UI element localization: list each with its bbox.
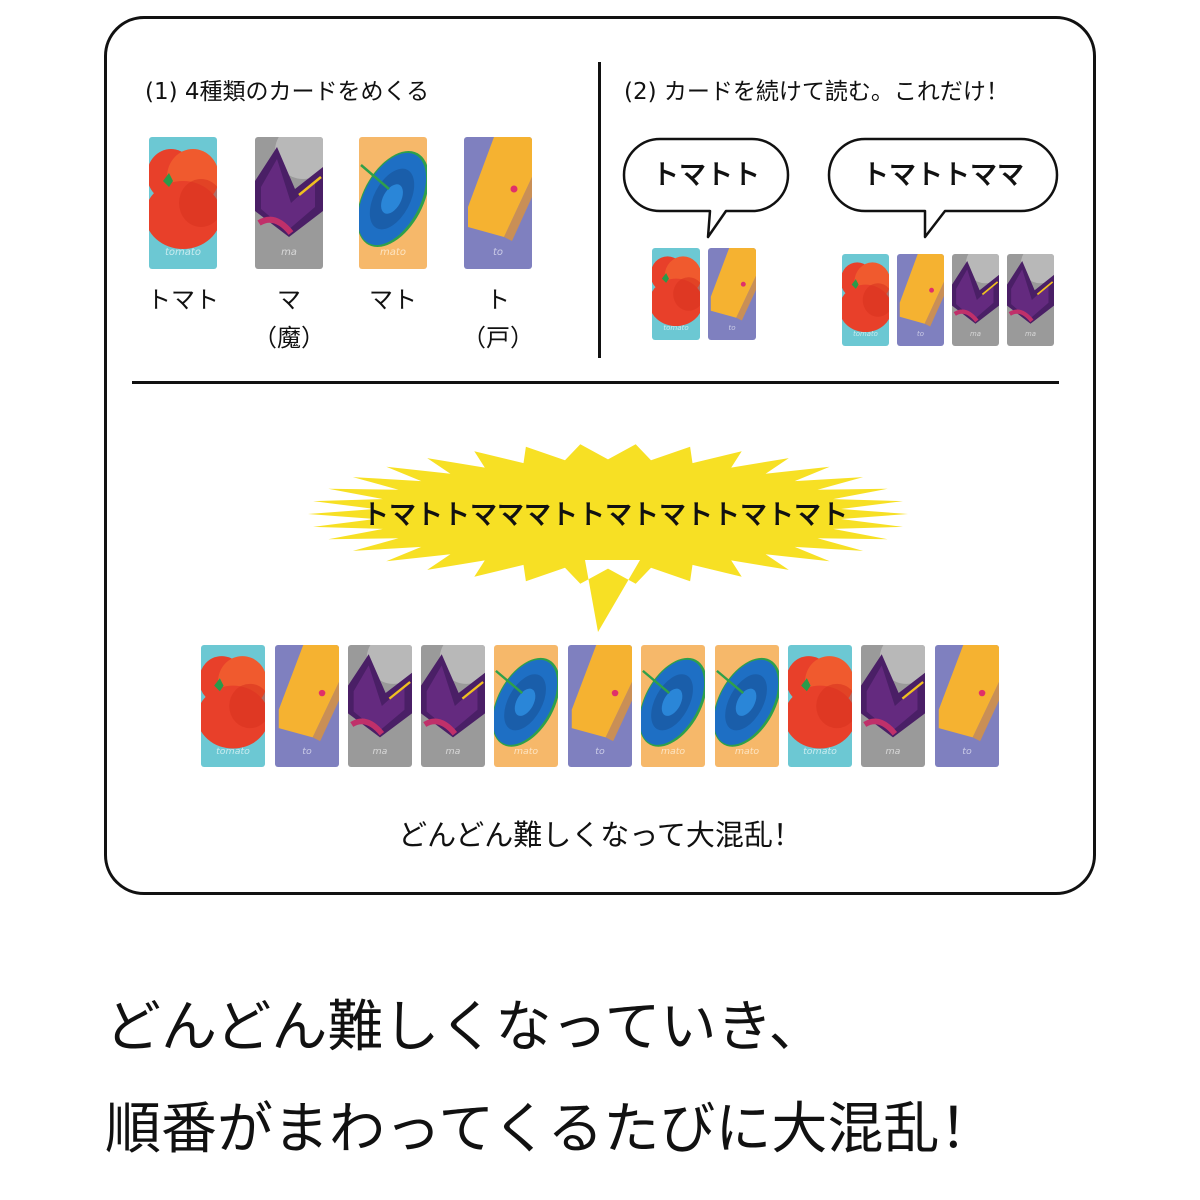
card-tomato: tomato (149, 137, 217, 269)
card-label-tomato: トマト (147, 286, 219, 314)
svg-text:mato: mato (661, 746, 686, 757)
example1-card-tomato: tomato (652, 248, 700, 340)
rules-panel (104, 16, 1096, 895)
sequence-card-5: mato (494, 645, 558, 767)
card-ma: ma (255, 137, 323, 269)
card-kanji-to: （戸） (462, 324, 534, 352)
svg-text:to: to (962, 746, 972, 757)
sequence-card-4: ma (421, 645, 485, 767)
svg-text:to: to (917, 330, 924, 338)
example2-card-to: to (897, 254, 944, 346)
svg-text:mato: mato (380, 247, 406, 258)
step2-title: (2) カードを続けて読む。これだけ！ (624, 79, 1009, 105)
speech-bubble-2: トマトトママ (827, 137, 1059, 239)
example1-card-to: to (708, 248, 756, 340)
sequence-card-7: mato (641, 645, 705, 767)
burst-speech-bubble: トマトトマママトトマトマトトマトマト (308, 444, 908, 632)
svg-text:mato: mato (514, 746, 539, 757)
sequence-card-1: tomato (201, 645, 265, 767)
speech-text-1: トマトト (652, 160, 760, 191)
bottom-text-line2: 順番がまわってくるたびに大混乱！ (105, 1097, 996, 1162)
svg-text:ma: ma (970, 330, 981, 338)
example2-card-ma-1: ma (952, 254, 999, 346)
svg-text:to: to (595, 746, 605, 757)
svg-text:tomato: tomato (216, 746, 250, 757)
sequence-caption: どんどん難しくなって大混乱！ (398, 818, 802, 852)
horizontal-divider (132, 381, 1059, 384)
svg-text:ma: ma (1025, 330, 1036, 338)
sequence-card-10: ma (861, 645, 925, 767)
example2-card-tomato: tomato (842, 254, 889, 346)
svg-text:to: to (728, 323, 735, 332)
sequence-card-9: tomato (788, 645, 852, 767)
sequence-card-11: to (935, 645, 999, 767)
sequence-card-3: ma (348, 645, 412, 767)
card-mato: mato (359, 137, 427, 269)
step1-title: (1) 4種類のカードをめくる (145, 79, 430, 105)
card-label-to: ト (486, 286, 510, 314)
svg-text:tomato: tomato (165, 247, 201, 258)
svg-text:tomato: tomato (663, 323, 688, 332)
svg-text:to: to (493, 247, 503, 258)
card-label-mato: マト (369, 286, 417, 314)
card-kanji-ma: （魔） (253, 324, 325, 352)
svg-text:tomato: tomato (853, 330, 878, 338)
card-label-ma: マ (277, 286, 301, 314)
bottom-text-line1: どんどん難しくなっていき、 (105, 995, 825, 1060)
vertical-divider (598, 62, 601, 358)
svg-text:ma: ma (446, 746, 461, 757)
sequence-card-6: to (568, 645, 632, 767)
sequence-card-2: to (275, 645, 339, 767)
svg-text:ma: ma (886, 746, 901, 757)
svg-text:ma: ma (281, 247, 297, 258)
svg-text:mato: mato (735, 746, 760, 757)
example2-card-ma-2: ma (1007, 254, 1054, 346)
burst-text: トマトトマママトトマトマトトマトマト (362, 500, 848, 531)
svg-text:ma: ma (373, 746, 388, 757)
svg-text:to: to (302, 746, 312, 757)
speech-text-2: トマトトママ (862, 160, 1024, 191)
svg-text:tomato: tomato (803, 746, 837, 757)
sequence-card-8: mato (715, 645, 779, 767)
speech-bubble-1: トマトト (622, 137, 790, 239)
card-to: to (464, 137, 532, 269)
